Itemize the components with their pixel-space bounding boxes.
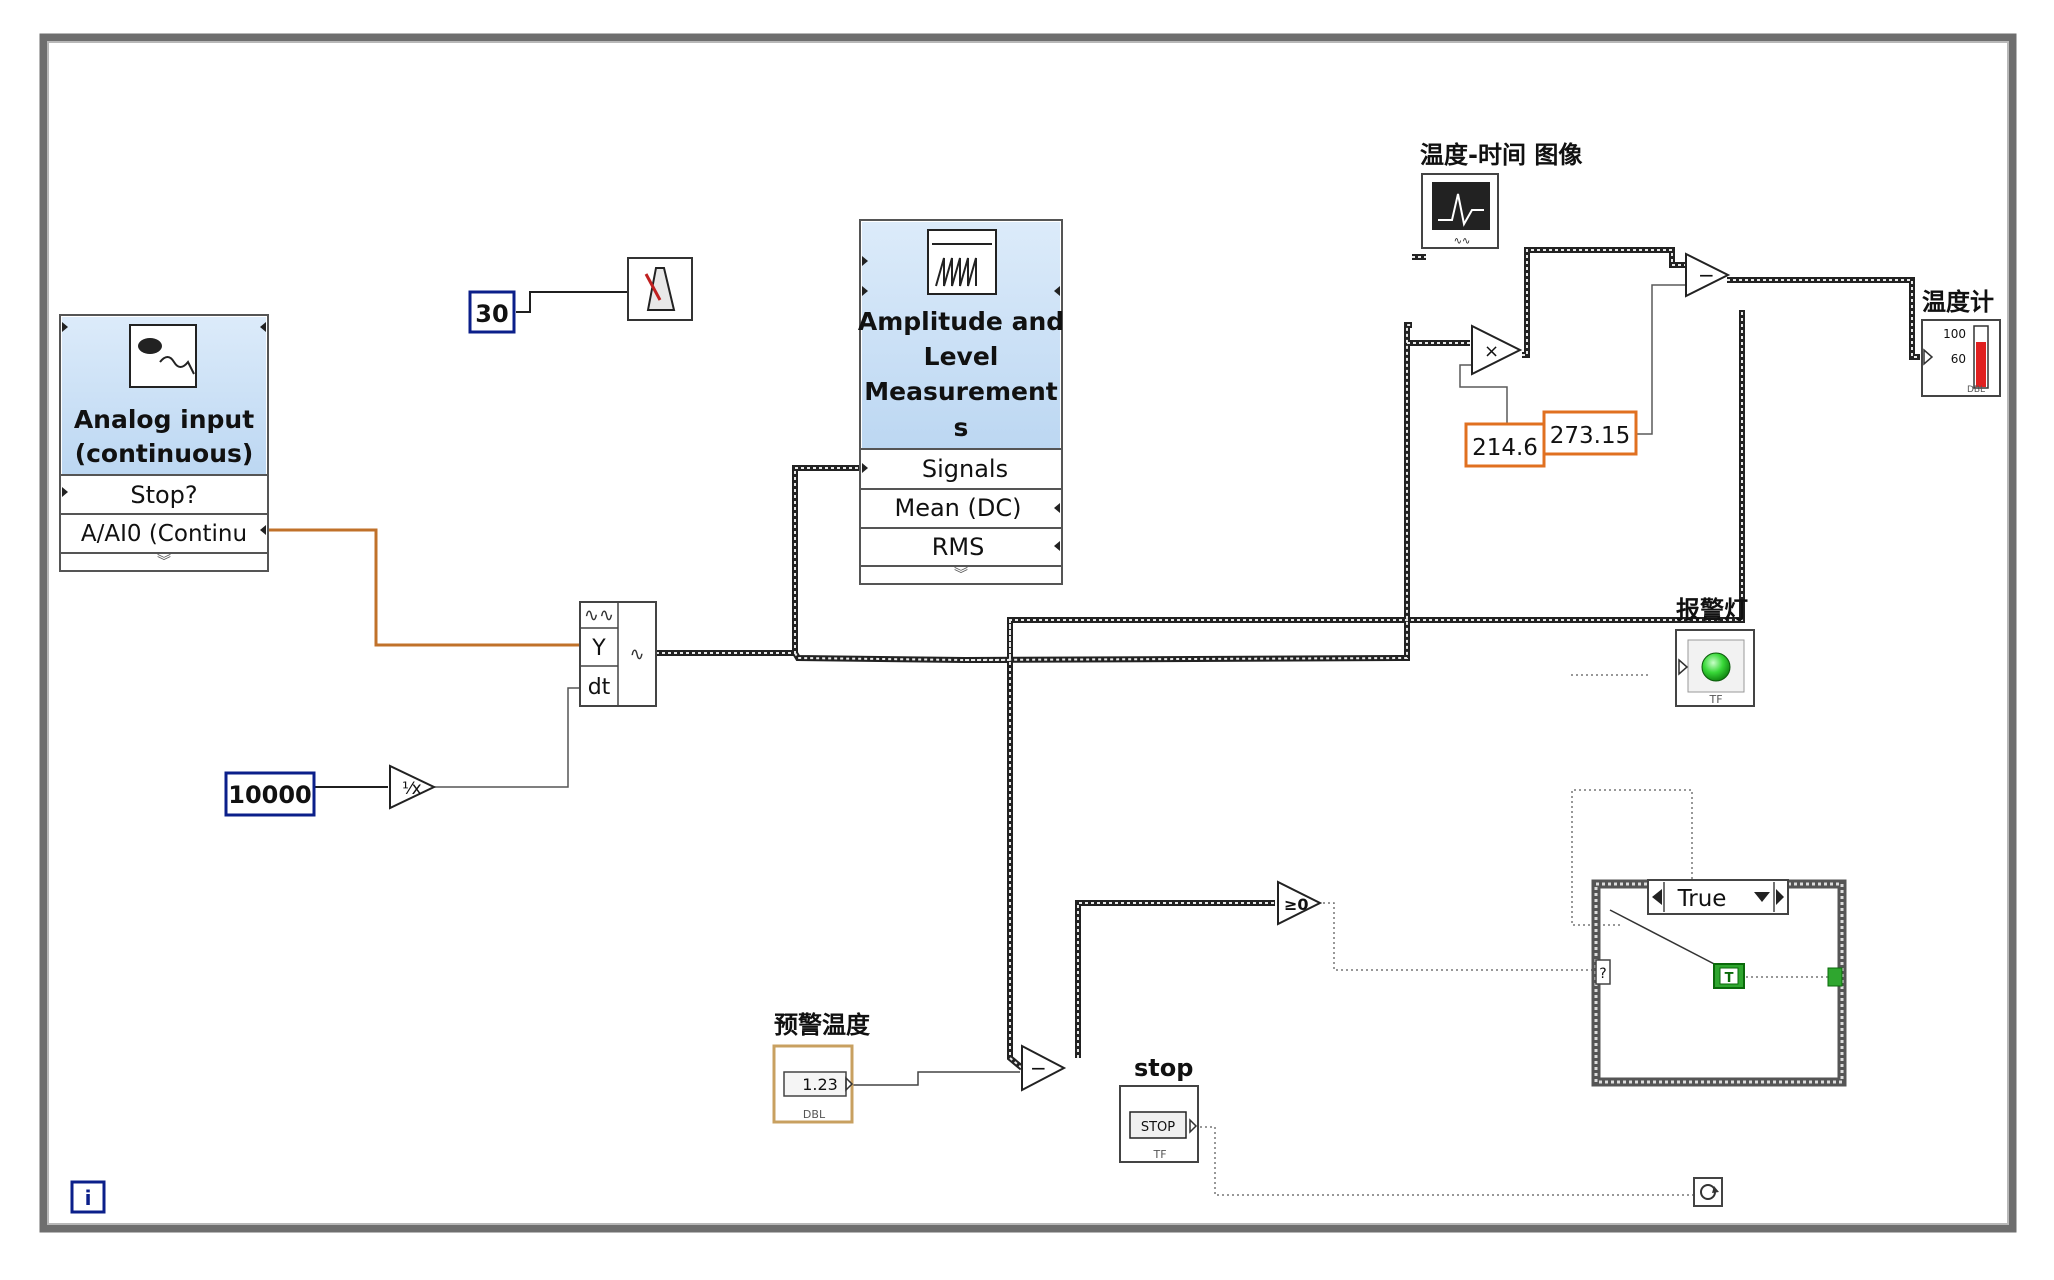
waveform-pin-icon: ∿∿ — [584, 605, 614, 626]
svg-text:?: ? — [1599, 966, 1606, 982]
offset-constant[interactable]: 273.15 — [1542, 410, 1638, 456]
thermometer-indicator[interactable]: 温度计 100 60 DBL — [1921, 288, 2001, 397]
loop-condition-terminal[interactable] — [1693, 1177, 1723, 1207]
svg-text:Amplitude and: Amplitude and — [858, 307, 1064, 336]
graph-label: 温度-时间 图像 — [1420, 141, 1583, 169]
reciprocal-icon: ⅟x — [402, 779, 422, 799]
slope-constant[interactable]: 214.6 — [1464, 422, 1546, 468]
case-output-tunnel — [1827, 967, 1843, 987]
svg-text:True: True — [1677, 886, 1727, 912]
svg-text:STOP: STOP — [1141, 1120, 1175, 1135]
svg-text:TF: TF — [1152, 1148, 1166, 1161]
alarm-light-label: 报警灯 — [1676, 596, 1748, 624]
amplitude-level-express-vi[interactable]: Amplitude and Level Measurement s Signal… — [858, 219, 1064, 585]
amp-terminal-signals[interactable]: Signals — [922, 455, 1008, 483]
case-dropdown-icon[interactable] — [1754, 892, 1770, 902]
metronome-icon — [646, 267, 676, 311]
daq-title-line-1: Analog input — [74, 405, 254, 434]
svg-text:∿∿: ∿∿ — [1454, 236, 1471, 247]
svg-text:dt: dt — [588, 675, 611, 700]
wire-dt[interactable] — [434, 687, 580, 788]
warn-temp-label: 预警温度 — [774, 1011, 871, 1039]
sample-rate-constant[interactable]: 10000 — [224, 771, 316, 817]
svg-text:273.15: 273.15 — [1550, 423, 1630, 449]
svg-text:30: 30 — [475, 300, 508, 328]
svg-text:TF: TF — [1708, 693, 1722, 706]
wait-constant[interactable]: 30 — [468, 290, 516, 334]
subtract-node[interactable]: − — [1685, 252, 1731, 298]
svg-text:DBL: DBL — [1967, 385, 1985, 395]
daq-terminal-output[interactable]: A/AI0 (Continu — [81, 521, 247, 547]
wire-daq-to-build[interactable] — [268, 528, 580, 647]
case-structure[interactable]: True ? T — [1591, 879, 1847, 1087]
daq-assistant-express-vi[interactable]: Analog input (continuous) Stop? A/AI0 (C… — [59, 314, 269, 572]
svg-text:Measurement: Measurement — [864, 377, 1057, 406]
svg-text:T: T — [1725, 971, 1734, 986]
amp-expand-arrows[interactable]: ︾ — [954, 567, 968, 583]
wires — [268, 247, 1920, 1196]
case-selector-terminal[interactable] — [1595, 959, 1611, 985]
amp-terminal-mean[interactable]: Mean (DC) — [895, 494, 1022, 522]
svg-text:10000: 10000 — [228, 781, 312, 809]
chart-icon — [1438, 193, 1484, 227]
daq-terminal-stop[interactable]: Stop? — [130, 481, 197, 509]
svg-text:60: 60 — [1951, 352, 1966, 366]
reciprocal-node[interactable]: ⅟x — [389, 764, 437, 810]
while-loop — [39, 33, 2017, 1233]
alarm-light-indicator[interactable]: 报警灯 TF — [1675, 596, 1755, 707]
subtract-icon-2: − — [1030, 1056, 1047, 1080]
daq-title-line-2: (continuous) — [75, 439, 254, 468]
svg-text:i: i — [85, 1186, 92, 1210]
svg-text:100: 100 — [1943, 327, 1966, 341]
measurement-icon — [927, 229, 997, 295]
daq-expand-arrows[interactable]: ︾ — [157, 554, 171, 570]
multiply-icon: × — [1484, 341, 1499, 362]
case-next-icon[interactable] — [1776, 889, 1784, 905]
daq-icon — [129, 324, 197, 388]
led-icon — [1701, 652, 1731, 682]
svg-text:≥0: ≥0 — [1284, 895, 1309, 914]
svg-text:Level: Level — [924, 342, 999, 371]
compare-subtract-node[interactable]: − — [1021, 1044, 1067, 1092]
amp-terminal-rms[interactable]: RMS — [932, 533, 985, 561]
waveform-out-icon: ∿ — [629, 644, 644, 665]
case-prev-icon[interactable] — [1652, 889, 1662, 905]
greater-equal-zero-node[interactable]: ≥0 — [1277, 880, 1323, 926]
wire-wait[interactable] — [516, 291, 628, 313]
svg-text:s: s — [954, 413, 969, 442]
loop-iteration-terminal[interactable]: i — [70, 1180, 106, 1214]
wait-timer-node[interactable] — [627, 257, 693, 321]
warn-temp-control[interactable]: 预警温度 1.23 DBL — [772, 1011, 871, 1124]
build-waveform-node[interactable]: ∿∿ Y dt ∿ — [579, 601, 657, 707]
subtract-icon: − — [1698, 263, 1715, 287]
graph-terminal[interactable]: 温度-时间 图像 ∿∿ — [1420, 141, 1583, 249]
svg-text:DBL: DBL — [803, 1108, 826, 1121]
stop-button-terminal[interactable]: stop STOP TF — [1119, 1054, 1199, 1163]
svg-text:Y: Y — [591, 636, 606, 661]
svg-text:214.6: 214.6 — [1472, 435, 1538, 461]
multiply-node[interactable]: × — [1471, 324, 1523, 376]
thermometer-label: 温度计 — [1922, 288, 1994, 316]
stop-label: stop — [1134, 1054, 1193, 1082]
svg-text:1.23: 1.23 — [802, 1075, 838, 1094]
